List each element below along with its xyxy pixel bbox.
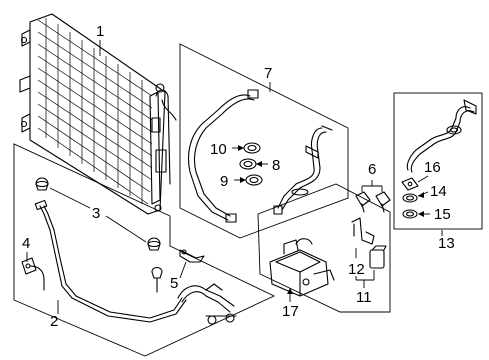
callout-4: 4 [22, 235, 30, 252]
valve-11 [369, 245, 387, 269]
callout-13: 13 [438, 235, 455, 252]
oil-cooler-17 [269, 238, 335, 297]
callout-16: 16 [424, 159, 441, 176]
grommet-upper [35, 177, 49, 191]
valve-6-right [375, 191, 391, 213]
callout-2: 2 [50, 313, 58, 330]
callout-3: 3 [92, 205, 100, 222]
o-ring-8 [239, 158, 257, 170]
callout-14: 14 [430, 183, 447, 200]
callout-8: 8 [272, 157, 280, 174]
o-ring-15 [402, 209, 418, 219]
radiator-condenser [19, 13, 177, 215]
valve-6-left [355, 191, 371, 213]
group-frame-7 [179, 43, 349, 239]
callout-9: 9 [220, 173, 228, 190]
grommet-lower [147, 237, 161, 251]
group-frame-2 [13, 143, 276, 357]
bracket-12 [351, 217, 375, 245]
bracket-4 [21, 257, 45, 291]
callout-10: 10 [210, 141, 227, 158]
grommet-small [151, 266, 163, 293]
clip-5 [179, 249, 205, 263]
bracket-16 [401, 177, 419, 191]
callout-12: 12 [348, 261, 365, 278]
tube-13 [406, 99, 477, 173]
group-frame-13 [393, 92, 483, 230]
o-ring-10 [243, 142, 261, 154]
callout-5: 5 [170, 275, 178, 292]
callout-11: 11 [356, 289, 372, 306]
o-ring-14 [402, 193, 418, 203]
callout-1: 1 [96, 23, 104, 40]
callout-15: 15 [434, 206, 451, 223]
callout-17: 17 [282, 303, 299, 320]
o-ring-9 [245, 174, 263, 186]
group-frame-11 [257, 183, 391, 313]
oil-cooler-line [34, 199, 237, 325]
ac-hose-assembly [187, 89, 333, 223]
callout-7: 7 [264, 65, 272, 82]
callout-6: 6 [368, 161, 376, 178]
